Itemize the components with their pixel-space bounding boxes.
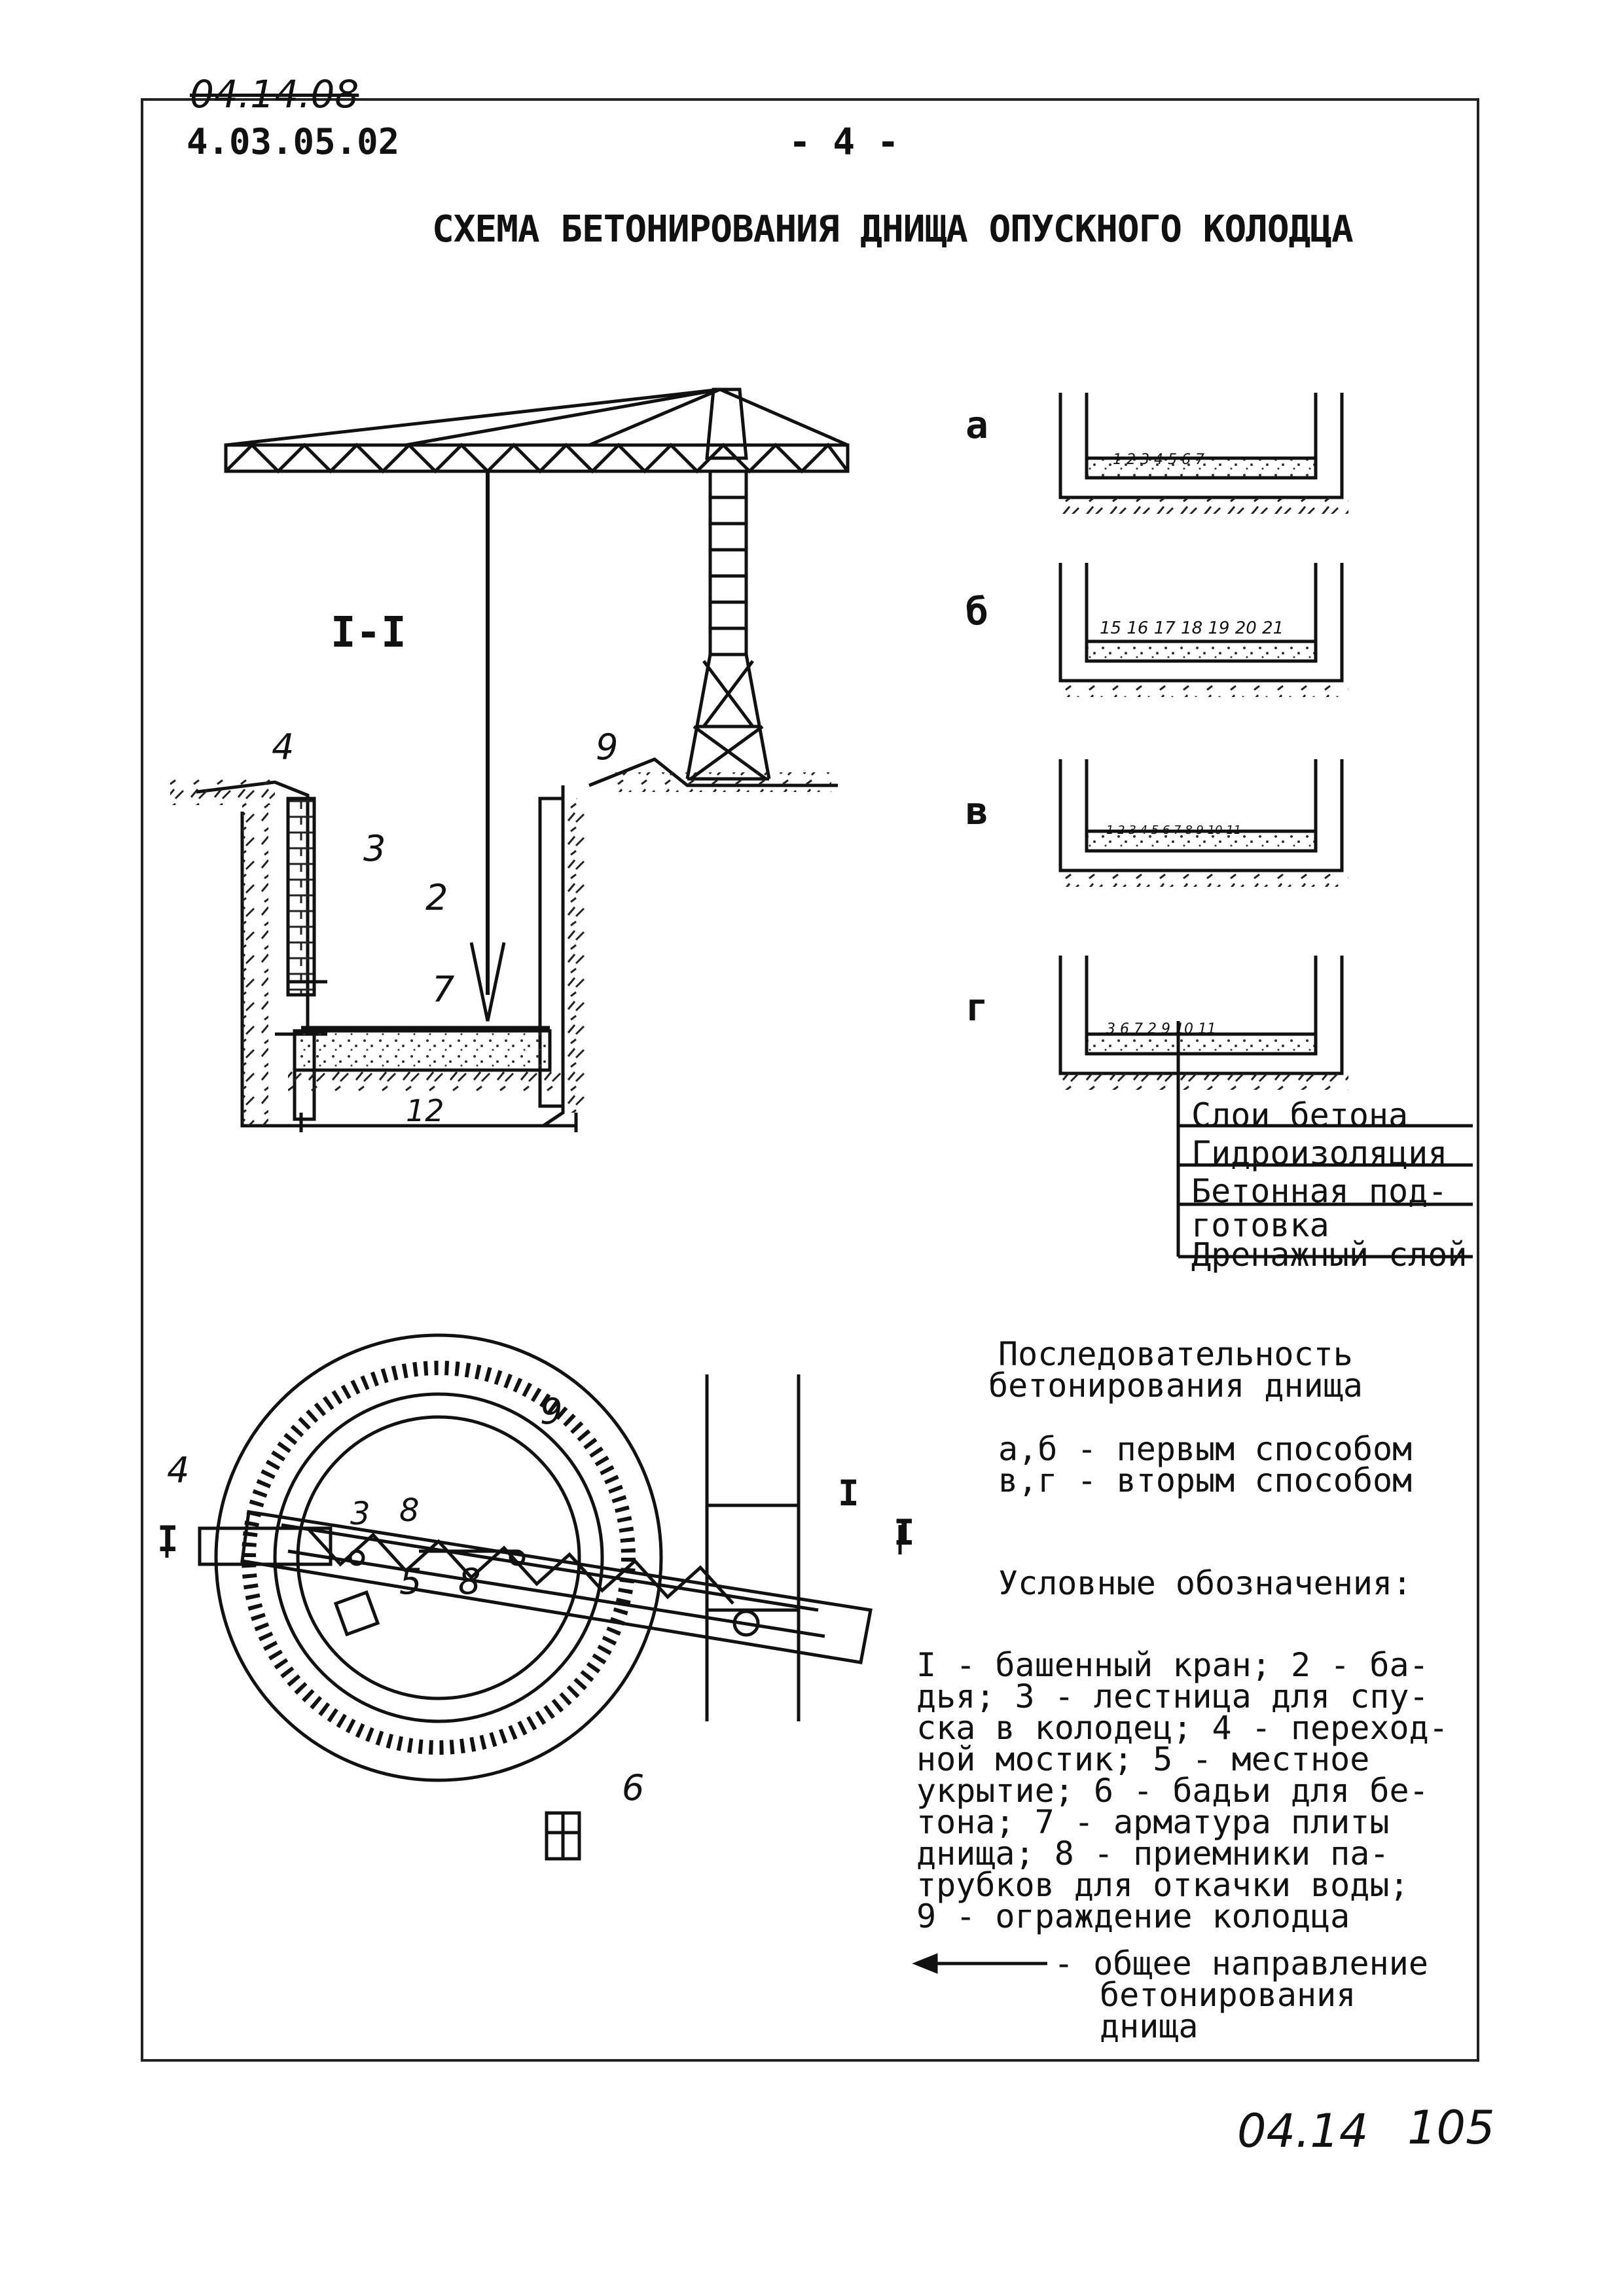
variant-g-numbers: 3 6 7 2 9 10 11 [1106,1021,1216,1037]
variant-v-numbers: 1 2 3 4 5 6 7 8 9 10 11 [1106,823,1242,837]
variant-a-numbers: 1 2 3 4 5 6 7 [1113,452,1204,468]
legend-line-5: укрытие; 6 - бадьи для бе- [916,1772,1429,1810]
legend-heading: Условные обозначения: [998,1564,1413,1602]
legend-arrow-line-2: бетонирования [1100,1976,1356,2014]
callout-4: 4 [272,726,295,768]
document-code: 4.03.05.02 [187,121,400,162]
legend-line-7: днища; 8 - приемники па- [916,1835,1390,1873]
callout-9: 9 [596,726,619,768]
layer-waterproofing: Гидроизоляция [1191,1134,1448,1172]
tower-crane [224,387,850,1022]
plan-callout-6: 6 [622,1767,645,1808]
plan-section-I-right: I [893,1512,915,1553]
layer-concrete-prep-1: Бетонная под- [1191,1172,1448,1210]
layer-drainage: Дренажный слой [1191,1236,1468,1274]
legend-line-1: I - башенный кран; 2 - ба- [916,1646,1429,1684]
section-label: I-I [331,609,406,657]
variant-v-letter: в [965,789,988,833]
variant-g-drawing [1058,956,1473,1259]
legend-arrow-line-3: днища [1100,2007,1199,2045]
layer-concrete-layers: Слои бетона [1191,1096,1409,1134]
plan-view [165,1333,902,1861]
dimension-12: 12 [406,1093,444,1128]
section-shaft [170,757,838,1132]
legend-line-6: тона; 7 - арматура плиты [916,1803,1390,1841]
sequence-heading-2: бетонирования днища [988,1367,1363,1405]
plan-callout-9: 9 [540,1391,563,1432]
legend-line-4: ной мостик; 5 - местное [916,1740,1370,1778]
plan-section-I-left: I [157,1518,179,1560]
plan-callout-I-crane: I [838,1473,859,1514]
sequence-line-2: в,г - вторым способом [998,1462,1413,1499]
page-title: СХЕМА БЕТОНИРОВАНИЯ ДНИЩА ОПУСКНОГО КОЛО… [432,208,1354,251]
plan-callout-3: 3 [350,1496,370,1532]
handwritten-code: 04.14.08 [190,72,359,117]
handwritten-footer-right: 105 [1407,2101,1495,2155]
callout-2: 2 [425,877,448,918]
callout-3: 3 [363,828,386,869]
legend-arrow-line-1: - общее направление [1054,1945,1428,1982]
plan-callout-4: 4 [167,1450,190,1491]
variant-b-drawing [1058,563,1348,697]
legend-line-8: трубков для откачки воды; [916,1866,1409,1904]
variant-sections [1058,393,1473,1259]
legend-line-9: 9 - ограждение колодца [916,1897,1350,1935]
legend-line-3: ска в колодец; 4 - переход- [916,1709,1449,1747]
variant-v-drawing [1058,759,1348,887]
callout-7: 7 [432,969,455,1010]
layer-concrete-prep-2: готовка [1191,1206,1329,1244]
sequence-line-1: а,б - первым способом [998,1430,1413,1468]
variant-a-drawing [1058,393,1348,514]
variant-a-letter: а [965,403,988,447]
handwritten-footer-left: 04.14 [1237,2104,1369,2158]
drawing-frame [141,98,1479,2062]
variant-g-letter: г [965,985,988,1030]
variant-b-numbers: 15 16 17 18 19 20 21 [1100,619,1284,638]
plan-callout-8b: 8 [458,1561,481,1602]
plan-callout-8a: 8 [399,1492,420,1529]
legend-line-2: дья; 3 - лестница для спу- [916,1677,1429,1715]
page-number: - 4 - [789,121,899,164]
direction-arrow-symbol [912,1953,1047,1974]
plan-callout-5: 5 [399,1561,422,1602]
variant-b-letter: б [965,589,988,634]
sequence-heading-1: Последовательность [998,1335,1353,1373]
